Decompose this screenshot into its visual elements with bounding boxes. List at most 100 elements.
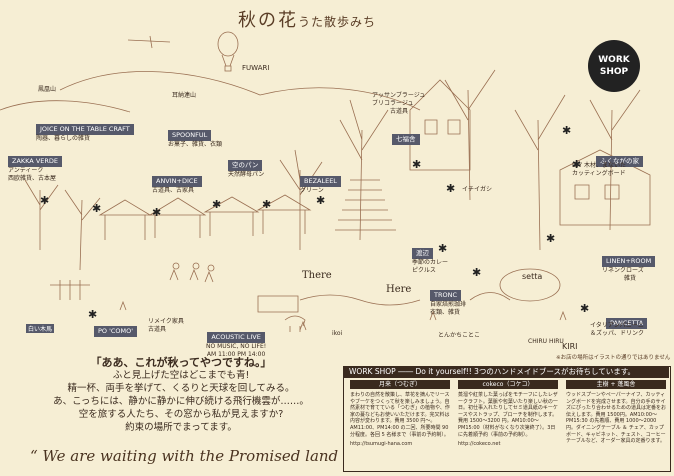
poem-line: 約束の場所でまってます。 <box>125 422 237 433</box>
poem-line: あ、こっちには、静かに静かに伸び続ける飛行機雲が……。 <box>53 396 309 407</box>
workshop-column-title: 圭樹 + 蓬風舎 <box>566 380 666 389</box>
landmark-here: Here <box>386 284 412 295</box>
shop-ichigoya-name: イチイガシ <box>462 186 493 193</box>
shop-pancetta-desc-1: イタリアンパニーニ <box>590 322 644 329</box>
shop-acoustic-desc-2: AM 11:00 PM 14:00 <box>206 351 266 358</box>
marker-star-icon: ✱ <box>438 242 448 255</box>
shop-pancetta-info: イタリアンパニーニ ＆ズッパ、ドリンク <box>590 322 644 338</box>
marker-star-icon: ✱ <box>152 206 162 219</box>
shop-acoustic: ACOUSTIC LIVE NO MUSIC, NO LIFE! AM 11:0… <box>206 324 266 359</box>
landmark-fuwari: FUWARI <box>242 64 270 72</box>
workshop-header-label: WORK SHOP <box>349 367 396 376</box>
shop-joice-desc: 陶器、暮らしの雑貨 <box>36 135 91 142</box>
shop-tronc-desc-1: 自家焙煎珈琲 <box>430 301 467 308</box>
marker-star-icon: ✱ <box>316 194 326 207</box>
landmark-there: There <box>302 270 332 281</box>
shop-bezaleel: BEZALEEL グリーン <box>300 168 341 195</box>
shop-anvin: ANVIN+DICE 古道具、古家具 <box>152 168 202 195</box>
workshop-column-text: 蒸溜や紅茶した葉っぱをモチーフにしたレザークラフト。葉脈や包葉いたり楽しい秋の一… <box>458 392 558 438</box>
shop-pan-name: 空のパン <box>228 160 263 171</box>
map-title-main: 秋の花 <box>238 10 298 31</box>
shop-shichifukuan-name: 七福舎 <box>392 134 420 145</box>
workshop-column-text: ウッドスプーンやペーパーナイフ、カッティングボードを完成させます。自分の手のサイ… <box>566 392 667 445</box>
landmark-shirokiba: 白い木馬 <box>26 324 55 333</box>
poem-line: 空を旅する人たち、その窓から私が見えますか? <box>78 409 284 420</box>
shop-joice-name: JOICE ON THE TABLE CRAFT <box>36 124 134 135</box>
shop-diy-desc-1: DIY 木材、まないた <box>572 162 626 169</box>
shop-anvin-desc: 古道具、古家具 <box>152 187 195 194</box>
marker-star-icon: ✱ <box>446 182 456 195</box>
workshop-column-title: 月来（つむぎ） <box>350 380 450 389</box>
map-title-tail: みち <box>350 15 377 29</box>
landmark-mimiyama: 耳納連山 <box>170 90 199 99</box>
marker-star-icon: ✱ <box>40 194 50 207</box>
workshop-header-text: Do it yourself!! 3つのハンドメイドブースがお待ちしています。 <box>415 367 636 376</box>
shop-spoonful-name: SPOONFUL <box>168 130 212 141</box>
marker-star-icon: ✱ <box>580 302 590 315</box>
marker-star-icon: ✱ <box>92 202 102 215</box>
workshop-badge: WORK SHOP <box>588 40 640 92</box>
shop-bezaleel-name: BEZALEEL <box>300 176 341 187</box>
workshop-column-tsumugi: 月来（つむぎ） まわりの自然を散策し、草花を摘んでリースやブーケをつくって秋を楽… <box>350 380 450 448</box>
landmark-chiruhiru: CHIRU HIRU <box>528 338 564 345</box>
workshop-column-keiju: 圭樹 + 蓬風舎 ウッドスプーンやペーパーナイフ、カッティングボードを完成させま… <box>566 380 666 445</box>
marker-star-icon: ✱ <box>412 158 422 171</box>
shop-joice: JOICE ON THE TABLE CRAFT 陶器、暮らしの雑貨 <box>36 116 134 143</box>
shop-pancetta-name: PANCETTA <box>606 318 648 329</box>
shop-assam: アッサンブラージュ ブリコラージュ 古道具 <box>372 92 425 116</box>
shop-pocomo-desc-1: リメイク家具 <box>148 318 184 325</box>
shop-nakamura-desc-2: ピクルス <box>412 267 436 274</box>
shop-diy: ふくながの家 <box>596 148 643 167</box>
shop-pan: 空のパン 天然酵母パン <box>228 152 264 179</box>
marker-star-icon: ✱ <box>546 232 556 245</box>
shop-spoonful-desc: お菓子、雑貨、衣類 <box>168 141 223 148</box>
shop-zakka-desc-2: 西欧雑貨、古本屋 <box>8 175 57 182</box>
shop-shichifukuan: 七福舎 <box>392 126 420 145</box>
workshop-column-cokeco: cokeco（コケコ） 蒸溜や紅茶した葉っぱをモチーフにしたレザークラフト。葉脈… <box>458 380 558 448</box>
shop-pocomo-name: PO 'COMO' <box>94 326 138 337</box>
shop-linen-desc-2: 雑貨 <box>624 275 637 282</box>
marker-star-icon: ✱ <box>572 158 582 171</box>
shop-bezaleel-desc: グリーン <box>300 187 324 194</box>
workshop-column-link[interactable]: http://cokeco.net <box>458 441 501 448</box>
map-note: ※お店の場所はイラストの通りではありません <box>556 355 671 361</box>
poem-lead: 「ああ、これが秋ってやつですね。」 <box>90 356 272 369</box>
shop-tronc-name: TRONC <box>430 290 462 301</box>
marker-star-icon: ✱ <box>562 124 572 137</box>
marker-star-icon: ✱ <box>88 308 98 321</box>
workshop-column-title: cokeco（コケコ） <box>458 380 558 389</box>
shop-anvin-name: ANVIN+DICE <box>152 176 202 187</box>
workshop-column-text: まわりの自然を散策し、草花を摘んでリースやブーケをつくって秋を楽しみましょう。自… <box>350 392 450 438</box>
shop-acoustic-name: ACOUSTIC LIVE <box>207 332 265 343</box>
shop-assam-desc-3: 古道具 <box>390 108 409 115</box>
shop-ichigoya: イチイガシ <box>462 186 492 194</box>
shop-pancetta: PANCETTA <box>606 310 648 329</box>
landmark-kotoriyama: 鳳凰山 <box>36 84 59 93</box>
workshop-column-link[interactable]: http://tsumugi-hana.com <box>350 441 413 448</box>
shop-linen: LINEN+ROOM リネンクローズ 雑貨 <box>602 248 656 283</box>
shop-acoustic-desc-1: NO MUSIC, NO LIFE! <box>206 343 267 350</box>
poem-line: ふと見上げた空はどこまでも青! <box>112 370 250 381</box>
shop-tronc-desc-2: 衣類、雑貨 <box>430 309 461 316</box>
shop-nakamura: 渡辺 季節のカレー ピクルス <box>412 240 448 275</box>
shop-diy-desc-2: カッティングボード <box>572 170 626 177</box>
workshop-header: WORK SHOP ―― Do it yourself!! 3つのハンドメイドブ… <box>343 366 669 378</box>
poem: 「ああ、これが秋ってやつですね。」 ふと見上げた空はどこまでも青! 精一杯、両手… <box>22 356 340 434</box>
shop-zakka-name: ZAKKA VERDE <box>8 156 63 167</box>
landmark-ikoi: ikoi <box>332 330 343 337</box>
shop-pocomo-info: リメイク家具 古道具 <box>148 318 184 334</box>
shop-zakka: ZAKKA VERDE アンティーク 西欧雑貨、古本屋 <box>8 148 63 183</box>
shop-spoonful: SPOONFUL お菓子、雑貨、衣類 <box>168 122 222 149</box>
landmark-setta: setta <box>522 272 543 281</box>
tagline: “ We are waiting with the Promised land … <box>30 447 351 465</box>
shop-zakka-desc-1: アンティーク <box>8 167 44 174</box>
shop-assam-desc-2: ブリコラージュ <box>372 100 414 107</box>
shop-diy-name: ふくながの家 <box>596 156 643 167</box>
marker-star-icon: ✱ <box>212 198 222 211</box>
shop-tronc: TRONC 自家焙煎珈琲 衣類、雑貨 <box>430 282 466 317</box>
shop-pan-desc: 天然酵母パン <box>228 171 265 178</box>
map-title-sub: うた散歩 <box>298 15 351 29</box>
shop-linen-desc-1: リネンクローズ <box>602 267 644 274</box>
shop-pocomo-desc-2: 古道具 <box>148 326 167 333</box>
marker-star-icon: ✱ <box>472 266 482 279</box>
